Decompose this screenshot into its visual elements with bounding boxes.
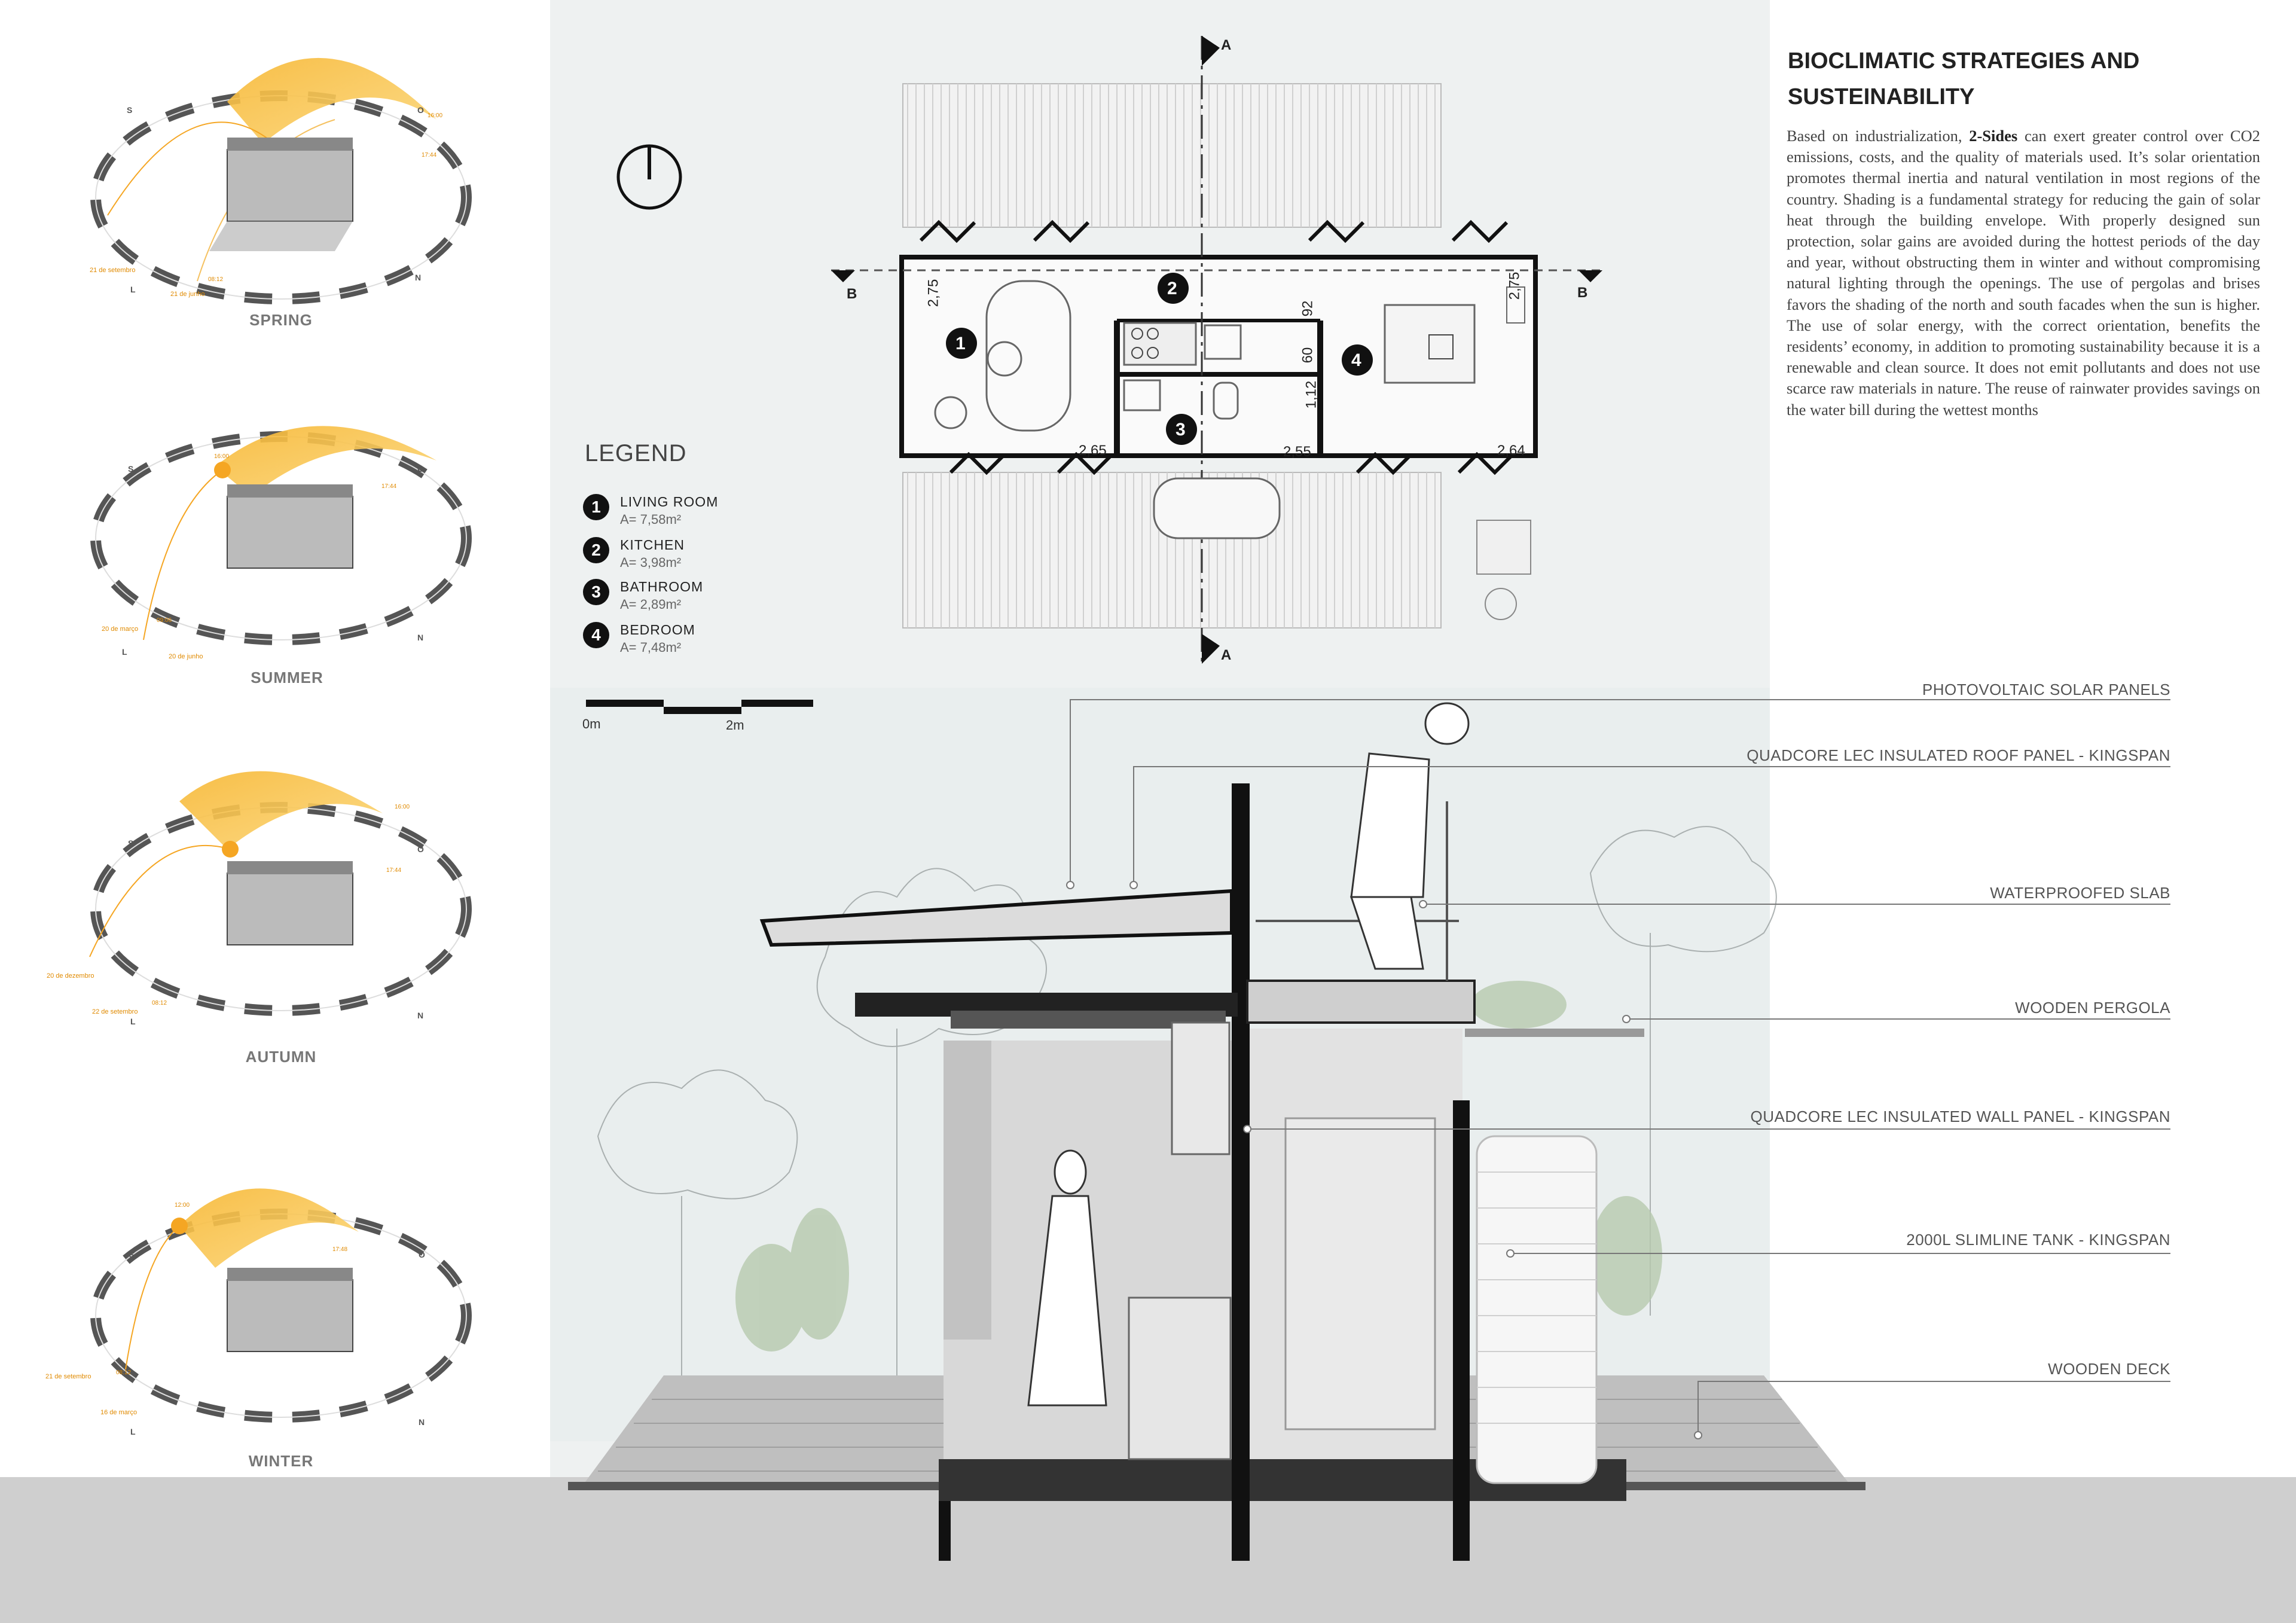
date-label: 20 de junho: [169, 653, 203, 660]
body-post: can exert greater control over CO2 emiss…: [1787, 127, 2260, 419]
callout-insulated-roof-panel: QUADCORE LEC INSULATED ROOF PANEL - KING…: [1747, 746, 2170, 764]
time-label: 17:44: [381, 483, 397, 490]
legend-label: BEDROOM: [620, 622, 695, 637]
date-label: 22 de setembro: [92, 1008, 138, 1015]
dim-264: 2,64: [1497, 443, 1525, 459]
time-label: 17:44: [386, 867, 402, 874]
compass-s: S: [128, 838, 134, 848]
dim-92: 92: [1299, 300, 1316, 317]
room-number-1: 1: [955, 334, 966, 353]
callout-photovoltaic-solar-panels: PHOTOVOLTAIC SOLAR PANELS: [1922, 681, 2170, 698]
legend-area: A= 7,48m²: [620, 640, 682, 655]
dim-265: 2,65: [1079, 443, 1107, 459]
dim-255: 2,55: [1283, 444, 1311, 460]
legend-label: BATHROOM: [620, 579, 704, 594]
season-label-autumn: AUTUMN: [245, 1048, 317, 1066]
scale-zero: 0m: [582, 716, 601, 731]
callout-slimline-tank: 2000L SLIMLINE TANK - KINGSPAN: [1906, 1231, 2170, 1249]
page-heading: BIOCLIMATIC STRATEGIES AND SUSTEINABILIT…: [1788, 43, 2266, 115]
time-label: 16:00: [428, 112, 443, 119]
date-label: 20 de dezembro: [47, 972, 94, 980]
callout-wooden-deck: WOODEN DECK: [2048, 1360, 2170, 1378]
legend-label: LIVING ROOM: [620, 494, 719, 510]
section-marker-b-right: B: [1577, 285, 1588, 301]
legend-area: A= 3,98m²: [620, 555, 682, 570]
date-label: 21 de junho: [170, 291, 205, 298]
time-label: 17:48: [332, 1246, 348, 1253]
legend-number: 2: [583, 537, 609, 563]
section-marker-b-left: B: [847, 286, 857, 302]
compass-n: N: [415, 273, 422, 282]
compass-n: N: [419, 1417, 425, 1427]
compass-o: O: [417, 844, 424, 854]
callout-insulated-wall-panel: QUADCORE LEC INSULATED WALL PANEL - KING…: [1750, 1108, 2170, 1125]
season-label-summer: SUMMER: [251, 669, 323, 687]
room-number-2: 2: [1167, 279, 1177, 298]
ground-strip: [0, 1477, 2296, 1623]
room-number-3: 3: [1176, 420, 1186, 440]
time-label: 12:00: [175, 1202, 190, 1209]
time-label: 17:44: [422, 152, 437, 158]
dim-112: 1,12: [1303, 380, 1320, 409]
season-label-winter: WINTER: [248, 1452, 314, 1470]
date-label: 20 de março: [102, 626, 139, 633]
legend-label: KITCHEN: [620, 537, 685, 553]
sun-diagram-summer: [90, 426, 472, 645]
date-label: 21 de setembro: [45, 1373, 91, 1380]
compass-s: S: [127, 105, 133, 115]
sun-diagram-autumn: [89, 771, 472, 1016]
legend-title: LEGEND: [585, 440, 687, 466]
time-label: 08:12: [152, 1000, 167, 1006]
legend-number: 1: [583, 494, 609, 520]
compass-n: N: [417, 633, 424, 642]
legend-area: A= 2,89m²: [620, 597, 682, 612]
legend-number: 3: [583, 579, 609, 605]
room-number-4: 4: [1351, 350, 1361, 370]
callout-waterproofed-slab: WATERPROOFED SLAB: [1990, 884, 2170, 902]
time-label: 08:12: [208, 276, 224, 283]
body-pre: Based on industrialization,: [1787, 127, 1970, 145]
compass-l: L: [130, 1427, 136, 1436]
legend-number: 4: [583, 622, 609, 648]
heading-line-1: BIOCLIMATIC STRATEGIES AND: [1788, 48, 2140, 74]
compass-n: N: [417, 1011, 424, 1020]
compass-s: S: [128, 464, 134, 474]
compass-o: O: [419, 1250, 425, 1259]
time-label: 16:00: [214, 453, 230, 460]
compass-l: L: [130, 285, 136, 294]
date-label: 16 de março: [100, 1409, 138, 1416]
compass-s: S: [129, 1250, 135, 1259]
heading-line-2: SUSTEINABILITY: [1788, 84, 1975, 109]
compass-l: L: [122, 647, 127, 657]
compass-l: L: [130, 1017, 136, 1026]
date-label: 21 de setembro: [90, 267, 136, 274]
season-label-spring: SPRING: [249, 311, 313, 329]
dim-60: 60: [1299, 347, 1316, 364]
compass-o: O: [417, 105, 424, 115]
section-marker-a-bottom: A: [1221, 647, 1232, 663]
time-label: 08:12: [116, 1369, 132, 1376]
sun-path-diagrams: [89, 57, 472, 1423]
callout-wooden-pergola: WOODEN PERGOLA: [2015, 999, 2170, 1017]
dim-right-height: 2,75: [1506, 271, 1523, 300]
compass-o: O: [417, 464, 424, 474]
legend-area: A= 7,58m²: [620, 512, 682, 527]
section-background: [550, 688, 1770, 1441]
sun-diagram-spring: [90, 57, 472, 304]
body-bold-brand: 2-Sides: [1969, 127, 2018, 145]
time-label: 16:00: [395, 804, 410, 810]
scale-two: 2m: [726, 718, 744, 733]
section-marker-a-top: A: [1221, 37, 1232, 53]
sun-diagram-winter: [90, 1188, 472, 1423]
body-paragraph: Based on industrialization, 2-Sides can …: [1787, 126, 2260, 420]
dim-left-height: 2,75: [925, 279, 942, 307]
time-label: 09:06: [157, 617, 172, 624]
